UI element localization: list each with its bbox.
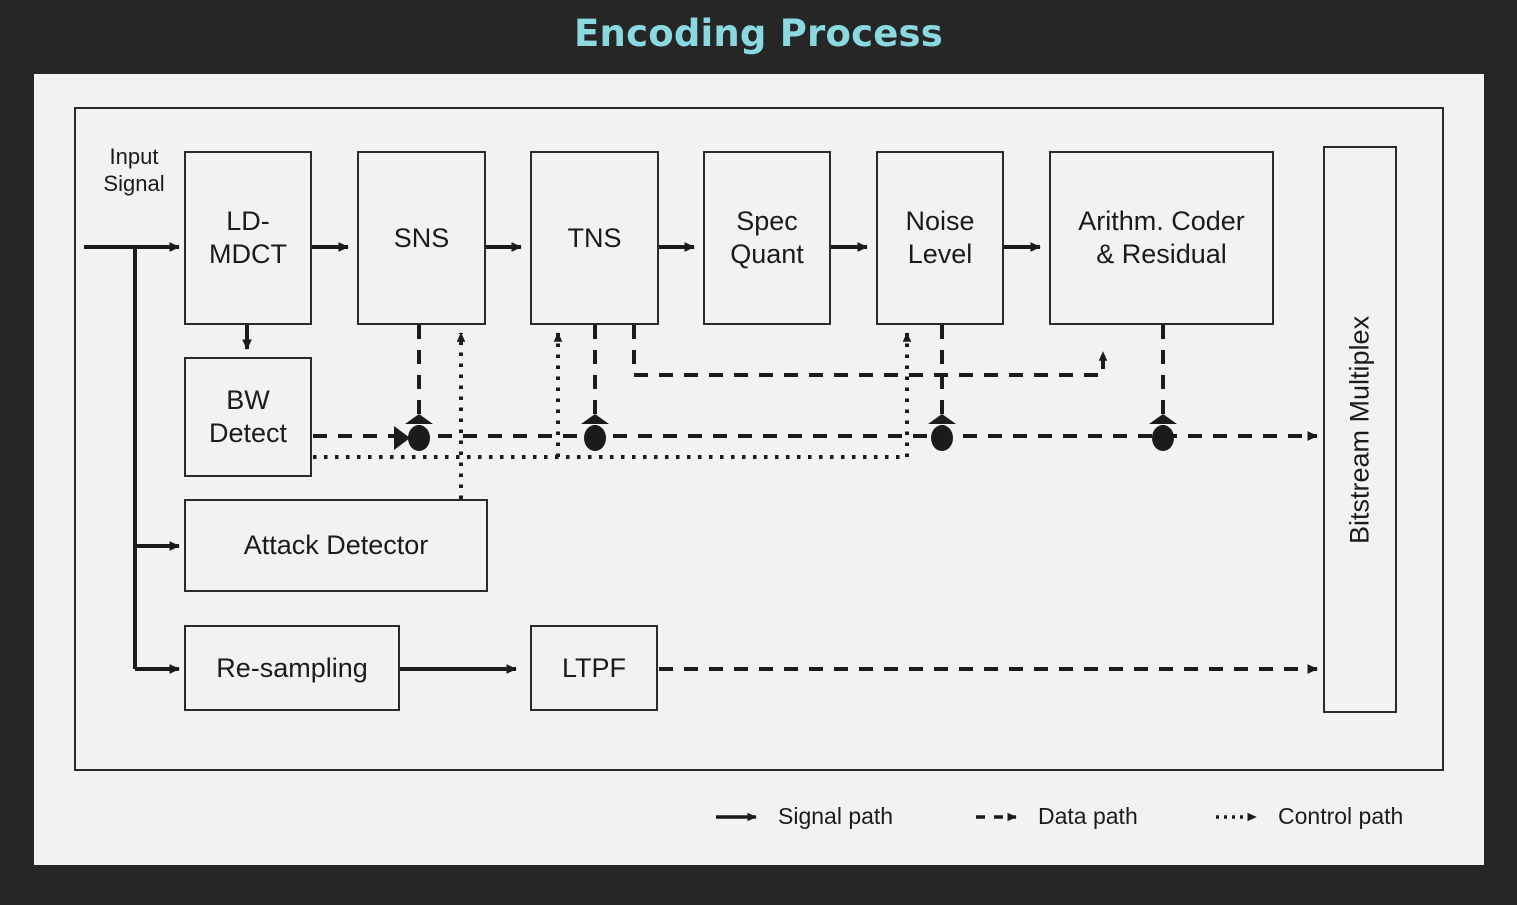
data-path-icon — [976, 812, 1017, 821]
legend-item-control-path: Control path — [1214, 803, 1403, 830]
node-ld-mdct[interactable]: LD- MDCT — [184, 151, 312, 325]
diagram-panel: Input Signal LD- MDCT SNS TNS Spec Quant… — [34, 74, 1484, 865]
node-re-sampling[interactable]: Re-sampling — [184, 625, 400, 711]
node-bw-detect[interactable]: BW Detect — [184, 357, 312, 477]
control-path-icon — [1216, 812, 1257, 821]
signal-path-icon — [716, 812, 757, 821]
input-signal-label: Input Signal — [103, 144, 165, 196]
node-tns[interactable]: TNS — [530, 151, 659, 325]
legend-label-signal-path: Signal path — [778, 803, 894, 829]
legend-item-signal-path: Signal path — [714, 803, 893, 830]
node-ltpf[interactable]: LTPF — [530, 625, 658, 711]
node-noise-level[interactable]: Noise Level — [876, 151, 1004, 325]
page-title: Encoding Process — [574, 12, 943, 55]
legend: Signal path Data path Control path — [34, 789, 1484, 849]
node-bitstream-multiplex[interactable]: Bitstream Multiplex — [1323, 146, 1397, 713]
legend-label-data-path: Data path — [1038, 803, 1138, 829]
node-arithm-coder[interactable]: Arithm. Coder & Residual — [1049, 151, 1274, 325]
node-attack-detector[interactable]: Attack Detector — [184, 499, 488, 592]
legend-label-control-path: Control path — [1278, 803, 1404, 829]
diagram-frame — [74, 107, 1444, 771]
legend-item-data-path: Data path — [974, 803, 1138, 830]
node-spec-quant[interactable]: Spec Quant — [703, 151, 831, 325]
node-sns[interactable]: SNS — [357, 151, 486, 325]
